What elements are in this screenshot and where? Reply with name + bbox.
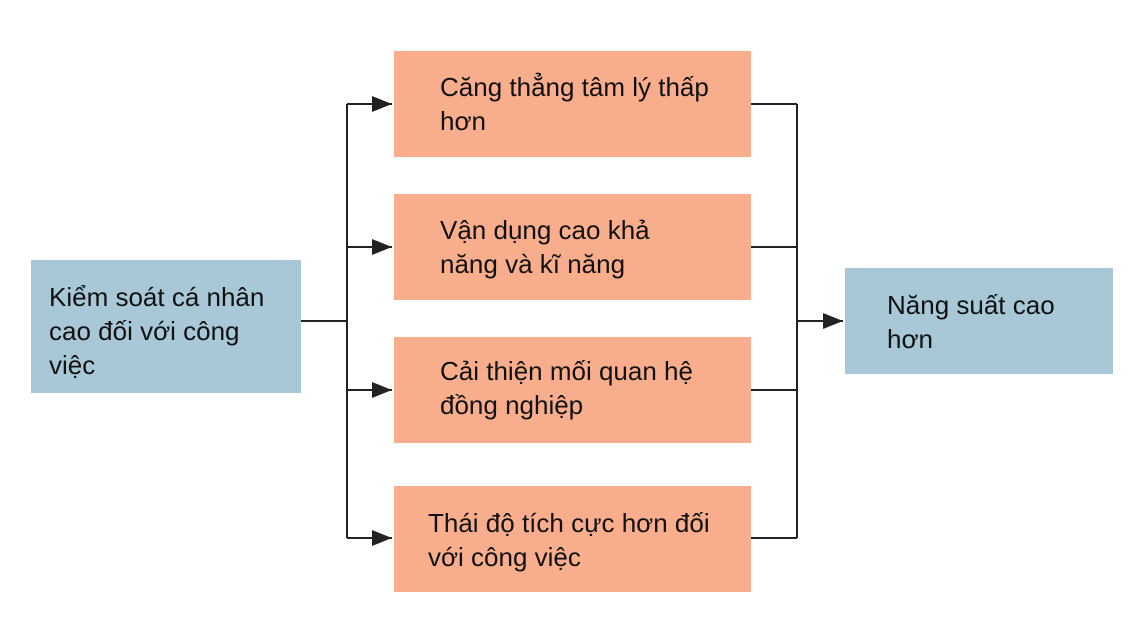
result-text: Năng suất cao hơn <box>887 290 1055 354</box>
source-text: Kiểm soát cá nhân cao đối với công việc <box>49 282 265 380</box>
effect-box-2: Vận dụng cao khả năng và kĩ năng <box>394 194 751 300</box>
effect-text: Cải thiện mối quan hệ đồng nghiệp <box>440 356 693 420</box>
effect-text: Thái độ tích cực hơn đối với công việc <box>428 508 710 572</box>
effect-text: Vận dụng cao khả năng và kĩ năng <box>440 215 650 279</box>
effect-box-3: Cải thiện mối quan hệ đồng nghiệp <box>394 337 751 443</box>
effect-box-1: Căng thẳng tâm lý thấp hơn <box>394 51 751 157</box>
source-box: Kiểm soát cá nhân cao đối với công việc <box>31 260 301 393</box>
effect-box-4: Thái độ tích cực hơn đối với công việc <box>394 486 751 592</box>
effect-text: Căng thẳng tâm lý thấp hơn <box>440 72 709 136</box>
result-box: Năng suất cao hơn <box>845 268 1113 374</box>
